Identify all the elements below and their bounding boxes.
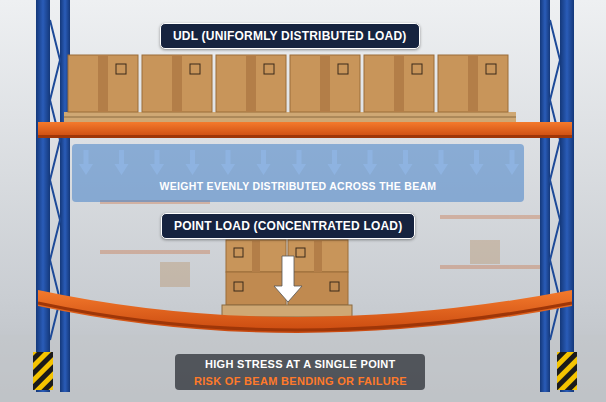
box-tape (172, 55, 182, 112)
box-icon (264, 64, 274, 74)
node-text: WEIGHT EVENLY DISTRIBUTED ACROSS THE BEA… (80, 180, 516, 192)
udl-heading-pill: UDL (UNIFORMLY DISTRIBUTED LOAD) (160, 23, 420, 49)
box-tape (320, 55, 330, 112)
floor (0, 335, 606, 402)
box-icon (190, 64, 200, 74)
point-load-pill: POINT LOAD (CONCENTRATED LOAD) (161, 213, 415, 239)
box-icon (338, 64, 348, 74)
cardboard-box (68, 55, 138, 112)
cardboard-box (438, 55, 508, 112)
udl-band: WEIGHT EVENLY DISTRIBUTED ACROSS THE BEA… (72, 144, 524, 202)
box-icon (486, 64, 496, 74)
cardboard-box (290, 55, 360, 112)
bent-beam (38, 290, 572, 333)
stress-note: HIGH STRESS AT A SINGLE POINT (205, 358, 396, 370)
risk-warning: RISK OF BEAM BENDING OR FAILURE (194, 375, 407, 387)
left-upright (33, 0, 70, 392)
cardboard-box (216, 55, 286, 112)
top-beam (38, 122, 572, 138)
top-beam-edge (38, 135, 572, 138)
node-text: UDL (UNIFORMLY DISTRIBUTED LOAD) (173, 29, 407, 43)
box-tape (98, 55, 108, 112)
point-load-arrow (274, 256, 302, 302)
box-tape (394, 55, 404, 112)
text-backing (175, 354, 425, 390)
box-tape (468, 55, 478, 112)
bent-beam-edge (38, 303, 572, 330)
udl-boxes (64, 55, 516, 123)
right-upright (540, 0, 577, 392)
node-text: POINT LOAD (CONCENTRATED LOAD) (174, 219, 402, 233)
cardboard-box (142, 55, 212, 112)
cardboard-box (364, 55, 434, 112)
box-icon (412, 64, 422, 74)
box-tape (246, 55, 256, 112)
box-icon (116, 64, 126, 74)
point-load-boxes (222, 240, 352, 317)
